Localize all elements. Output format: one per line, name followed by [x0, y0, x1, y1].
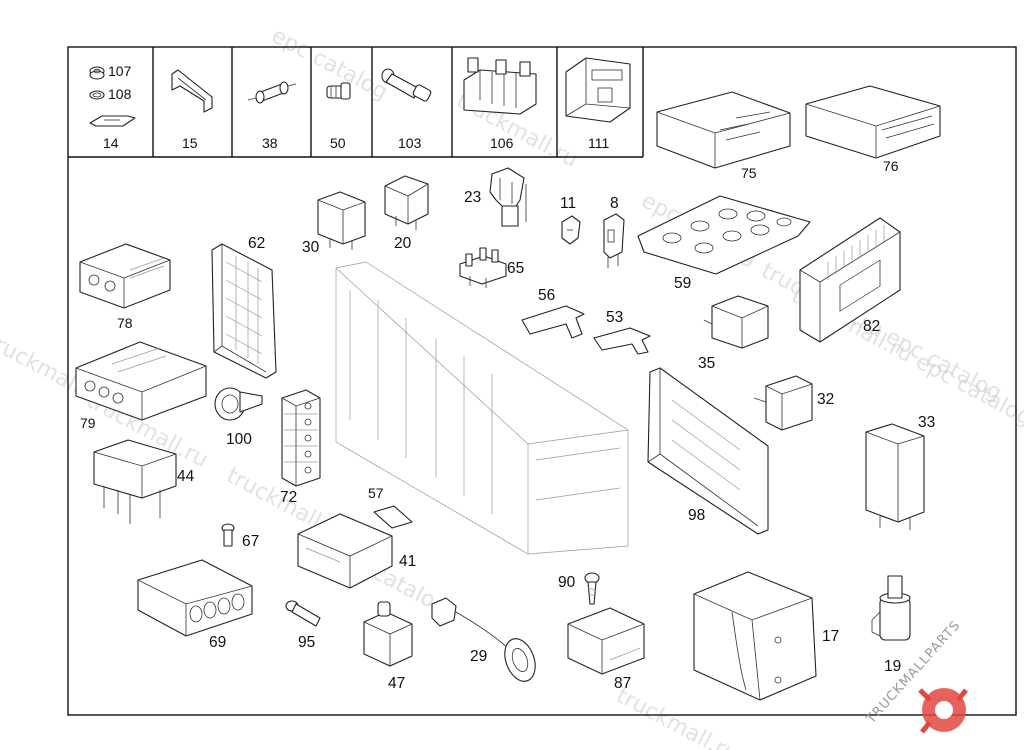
label-111: 111: [588, 135, 609, 151]
part-87-relay-base[interactable]: [567, 607, 645, 675]
part-14-fuse-strip[interactable]: [89, 115, 136, 127]
label-82: 82: [863, 318, 880, 335]
label-56: 56: [538, 287, 555, 304]
label-103: 103: [398, 135, 422, 151]
part-53-bracket[interactable]: [593, 327, 651, 355]
part-47-actuator[interactable]: [363, 601, 413, 667]
part-100-switch[interactable]: [214, 387, 263, 421]
part-44-relay-socket[interactable]: [93, 439, 177, 524]
label-57: 57: [368, 485, 384, 501]
label-8: 8: [610, 195, 619, 212]
part-69-connector-housing[interactable]: [137, 559, 253, 637]
part-56-bracket[interactable]: [521, 305, 585, 339]
part-11-blade-fuse[interactable]: [561, 215, 581, 245]
part-72-terminal-block[interactable]: [281, 389, 321, 487]
label-95: 95: [298, 634, 315, 651]
label-87: 87: [614, 675, 631, 692]
label-32: 32: [817, 391, 834, 408]
label-90: 90: [558, 574, 576, 591]
part-32-module[interactable]: [753, 375, 813, 431]
part-29-cable-grommet[interactable]: [431, 597, 541, 685]
part-57-strip[interactable]: [373, 505, 413, 529]
diagram-border: [67, 46, 1017, 716]
part-103-bulb-socket[interactable]: [381, 68, 432, 102]
part-78-switch-module[interactable]: [79, 243, 171, 309]
part-8-fuse[interactable]: [603, 213, 625, 268]
part-90-screw[interactable]: [584, 572, 600, 605]
watermark: truckmall.ru: [612, 683, 742, 750]
part-82-control-unit[interactable]: [799, 217, 901, 343]
label-35: 35: [698, 355, 715, 372]
label-44: 44: [177, 468, 195, 485]
label-69: 69: [209, 634, 226, 651]
part-41-cover[interactable]: [297, 513, 393, 589]
part-30-relay[interactable]: [317, 191, 366, 250]
label-79: 79: [80, 415, 96, 431]
part-75-control-unit[interactable]: [656, 91, 791, 169]
part-19-pump[interactable]: [871, 575, 911, 641]
label-75: 75: [741, 165, 757, 181]
part-108-ring[interactable]: [89, 90, 105, 100]
part-33-relay[interactable]: [865, 423, 925, 530]
label-107: 107: [108, 63, 132, 79]
part-79-switch-module[interactable]: [75, 341, 207, 421]
label-14: 14: [103, 135, 119, 151]
label-59: 59: [674, 275, 691, 292]
label-72: 72: [280, 489, 297, 506]
label-19: 19: [884, 658, 901, 675]
part-107-washer[interactable]: [89, 66, 105, 80]
label-108: 108: [108, 86, 132, 102]
central-electrical-box: [335, 261, 629, 555]
part-62-fuse-holder[interactable]: [211, 243, 277, 379]
label-65: 65: [507, 260, 524, 277]
part-38-glass-fuse[interactable]: [247, 81, 297, 104]
label-98: 98: [688, 507, 705, 524]
part-15-jumper[interactable]: [171, 69, 213, 113]
header-cells: [68, 47, 644, 158]
part-76-control-unit[interactable]: [805, 85, 941, 159]
part-59-relay-plate[interactable]: [637, 195, 811, 275]
label-53: 53: [606, 309, 623, 326]
label-41: 41: [399, 553, 416, 570]
label-20: 20: [394, 235, 412, 252]
part-65-terminal[interactable]: [459, 247, 507, 288]
label-11: 11: [560, 195, 576, 212]
part-106-connector[interactable]: [463, 57, 537, 115]
label-30: 30: [302, 239, 320, 256]
label-15: 15: [182, 135, 198, 151]
part-67-screw[interactable]: [221, 523, 235, 547]
part-50-bulb[interactable]: [326, 82, 351, 100]
label-29: 29: [470, 648, 487, 665]
label-47: 47: [388, 675, 405, 692]
part-95-bolt[interactable]: [285, 600, 321, 627]
label-38: 38: [262, 135, 278, 151]
label-62: 62: [248, 235, 265, 252]
label-23: 23: [464, 189, 481, 206]
label-50: 50: [330, 135, 346, 151]
label-17: 17: [822, 628, 839, 645]
label-76: 76: [883, 158, 899, 174]
label-78: 78: [117, 315, 133, 331]
label-100: 100: [226, 431, 252, 448]
part-17-electronic-module[interactable]: [693, 571, 817, 701]
part-98-cover-panel[interactable]: [647, 367, 769, 535]
part-111-control-board[interactable]: [565, 57, 631, 123]
label-106: 106: [490, 135, 514, 151]
label-67: 67: [242, 533, 259, 550]
part-23-connector[interactable]: [489, 167, 527, 227]
label-33: 33: [918, 414, 935, 431]
part-35-relay[interactable]: [703, 295, 769, 349]
part-20-relay[interactable]: [384, 175, 429, 230]
